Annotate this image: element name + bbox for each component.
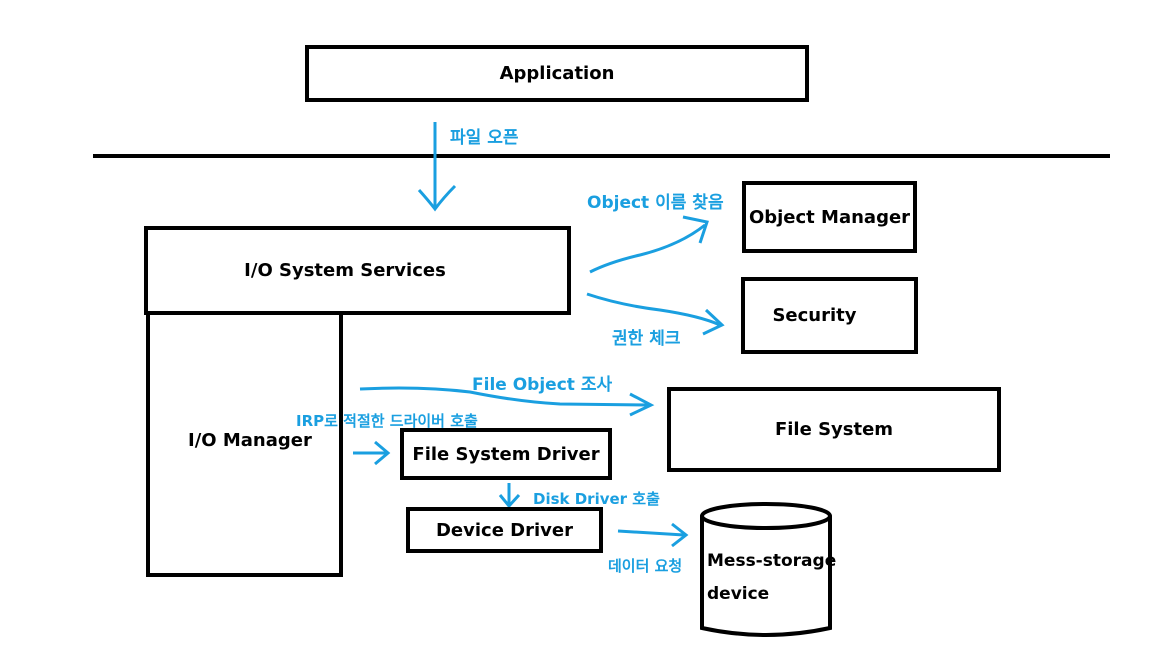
object-manager-label: Object Manager xyxy=(748,206,911,228)
io-manager-box: I/O Manager xyxy=(146,300,343,577)
label-data-request: 데이터 요청 xyxy=(608,557,683,575)
io-system-services-box: I/O System Services xyxy=(144,226,571,315)
file-system-label: File System xyxy=(774,419,894,440)
storage-label-line2: device xyxy=(707,584,770,604)
arrow-object-manager xyxy=(589,223,706,274)
io-manager-label: I/O Manager xyxy=(188,430,312,451)
label-irp-driver-call: IRP로 적절한 드라이버 호출 xyxy=(296,412,478,430)
device-driver-box: Device Driver xyxy=(406,507,603,553)
file-system-box: File System xyxy=(667,387,1001,472)
label-file-object-lookup: File Object 조사 xyxy=(472,375,613,395)
arrow-file-system xyxy=(359,386,651,407)
security-box: Security xyxy=(741,277,918,354)
arrow-security-head xyxy=(702,308,725,336)
file-system-driver-box: File System Driver xyxy=(400,428,612,480)
application-box: Application xyxy=(305,45,809,102)
arrow-file-open-head xyxy=(417,184,457,212)
device-driver-label: Device Driver xyxy=(435,519,573,541)
label-disk-driver-call: Disk Driver 호출 xyxy=(533,490,660,508)
arrow-security xyxy=(586,292,721,327)
storage-label-line1: Mess-storage xyxy=(707,551,837,571)
arrow-object-manager-head xyxy=(682,215,709,244)
storage-device-label: Mess-storage device xyxy=(707,545,836,611)
arrow-fs-driver-head xyxy=(374,440,391,466)
arrow-storage xyxy=(617,529,685,537)
arrow-storage-head xyxy=(671,522,689,548)
storage-cylinder xyxy=(700,502,832,637)
io-system-services-label: I/O System Services xyxy=(244,260,446,281)
label-file-open: 파일 오픈 xyxy=(450,128,519,148)
file-system-driver-label: File System Driver xyxy=(412,443,600,465)
label-object-name-lookup: Object 이름 찾음 xyxy=(587,193,724,213)
application-label: Application xyxy=(499,63,615,84)
object-manager-box: Object Manager xyxy=(742,181,917,253)
label-permission-check: 권한 체크 xyxy=(612,329,681,349)
security-label: Security xyxy=(772,305,857,326)
arrow-device-driver-head xyxy=(498,493,521,509)
arrow-file-system-head xyxy=(629,392,655,417)
